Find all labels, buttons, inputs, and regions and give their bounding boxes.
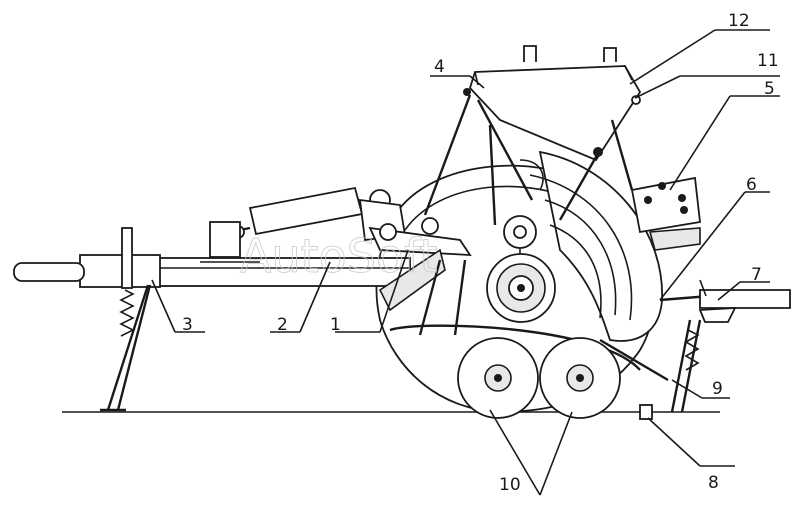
hub-sprocket [486, 215, 556, 323]
front-stand [100, 284, 152, 412]
label-5: 5 [764, 79, 775, 99]
label-11: 11 [757, 51, 779, 71]
leader-lines [151, 29, 780, 496]
hopper-frame [423, 94, 634, 226]
press-wheels [389, 324, 669, 419]
label-8: 8 [708, 473, 719, 493]
label-4: 4 [434, 57, 445, 77]
watermark-text: AutoSoft [240, 229, 438, 283]
gearbox [630, 176, 701, 251]
label-2: 2 [277, 315, 288, 335]
rear-frame [639, 279, 791, 420]
label-12: 12 [728, 11, 750, 31]
linkage-arms [368, 217, 472, 336]
drawbar [13, 227, 411, 289]
label-3: 3 [182, 315, 193, 335]
label-9: 9 [712, 379, 723, 399]
part-labels: 1 2 3 4 5 6 7 8 9 10 11 12 [182, 11, 779, 495]
label-6: 6 [746, 175, 757, 195]
label-10: 10 [499, 475, 521, 495]
label-7: 7 [751, 265, 762, 285]
seed-hopper [463, 45, 642, 162]
label-1: 1 [330, 315, 341, 335]
